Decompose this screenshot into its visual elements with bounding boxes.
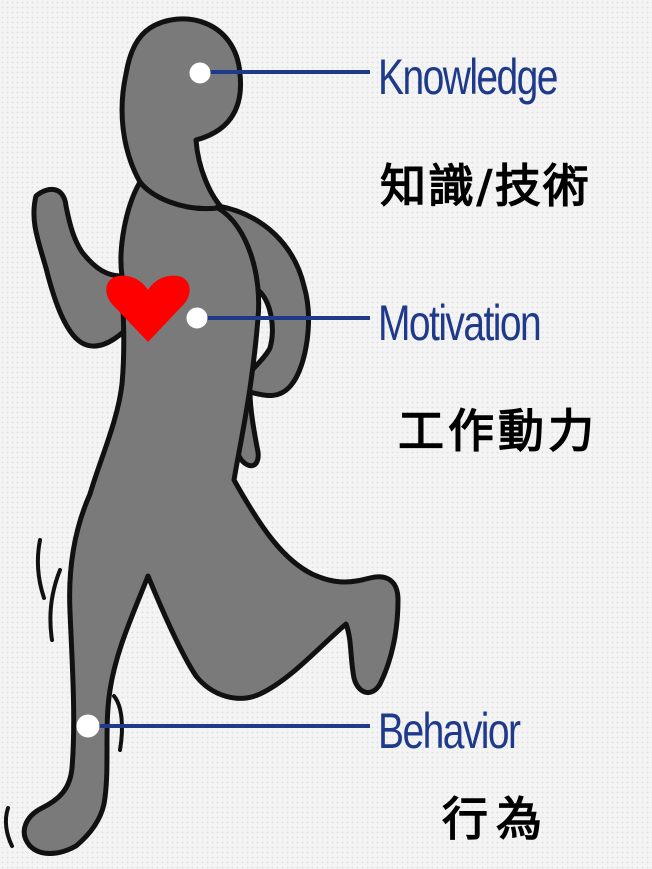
motivation-marker [187,308,207,328]
knowledge-chinese-label: 知識/技術 [380,163,591,209]
behavior-chinese-label: 行為 [442,796,550,842]
behavior-marker [77,715,99,737]
knowledge-marker [190,63,210,83]
motivation-chinese-label: 工作動力 [398,408,598,454]
behavior-label: Behavior [378,706,519,756]
motivation-label: Motivation [378,298,540,348]
knowledge-label: Knowledge [378,52,557,102]
